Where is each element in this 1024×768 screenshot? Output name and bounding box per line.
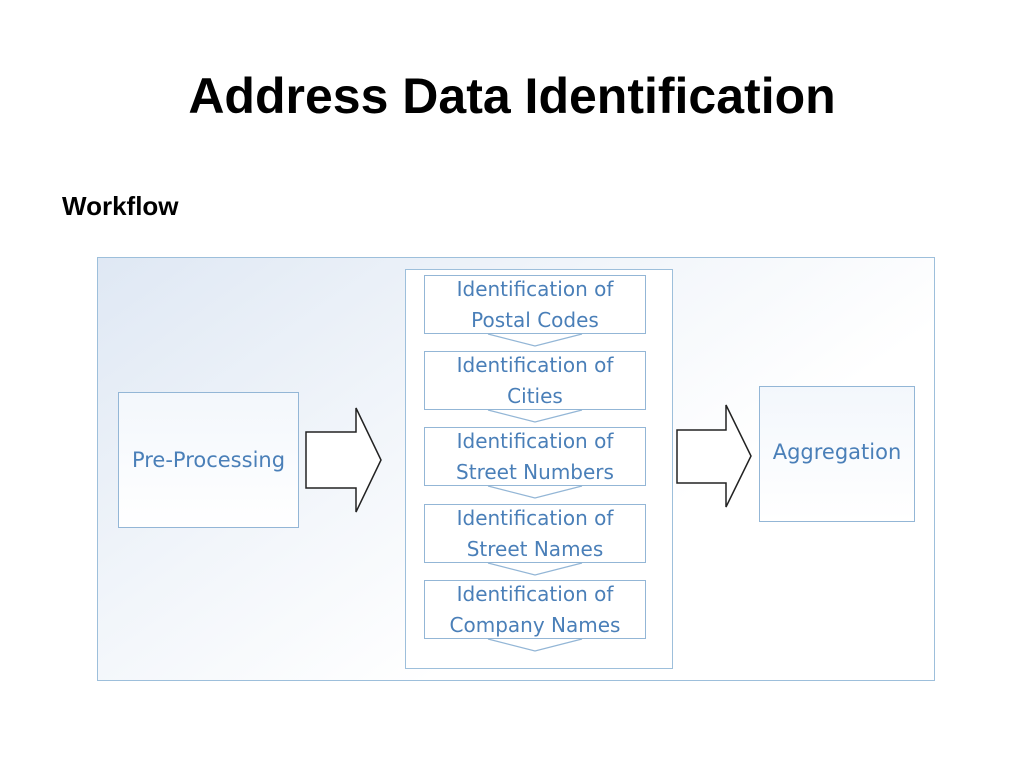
slide-title: Address Data Identification xyxy=(188,68,836,124)
step-street-names-label: Identification of Street Names xyxy=(456,505,614,561)
step-company-names-label: Identification of Company Names xyxy=(449,581,621,637)
step-company-names: Identification of Company Names xyxy=(424,580,646,639)
aggregation-label: Aggregation xyxy=(772,440,902,464)
pre-processing-box: Pre-Processing xyxy=(118,392,299,528)
slide-subtitle: Workflow xyxy=(62,191,179,221)
aggregation-box: Aggregation xyxy=(759,386,915,522)
step-street-names: Identification of Street Names xyxy=(424,504,646,563)
pre-processing-label: Pre-Processing xyxy=(131,448,286,472)
step-postal-codes: Identification of Postal Codes xyxy=(424,275,646,334)
step-postal-codes-label: Identification of Postal Codes xyxy=(456,276,614,332)
step-cities: Identification of Cities xyxy=(424,351,646,410)
step-street-numbers-label: Identification of Street Numbers xyxy=(456,428,614,484)
step-cities-label: Identification of Cities xyxy=(456,352,614,408)
step-street-numbers: Identification of Street Numbers xyxy=(424,427,646,486)
